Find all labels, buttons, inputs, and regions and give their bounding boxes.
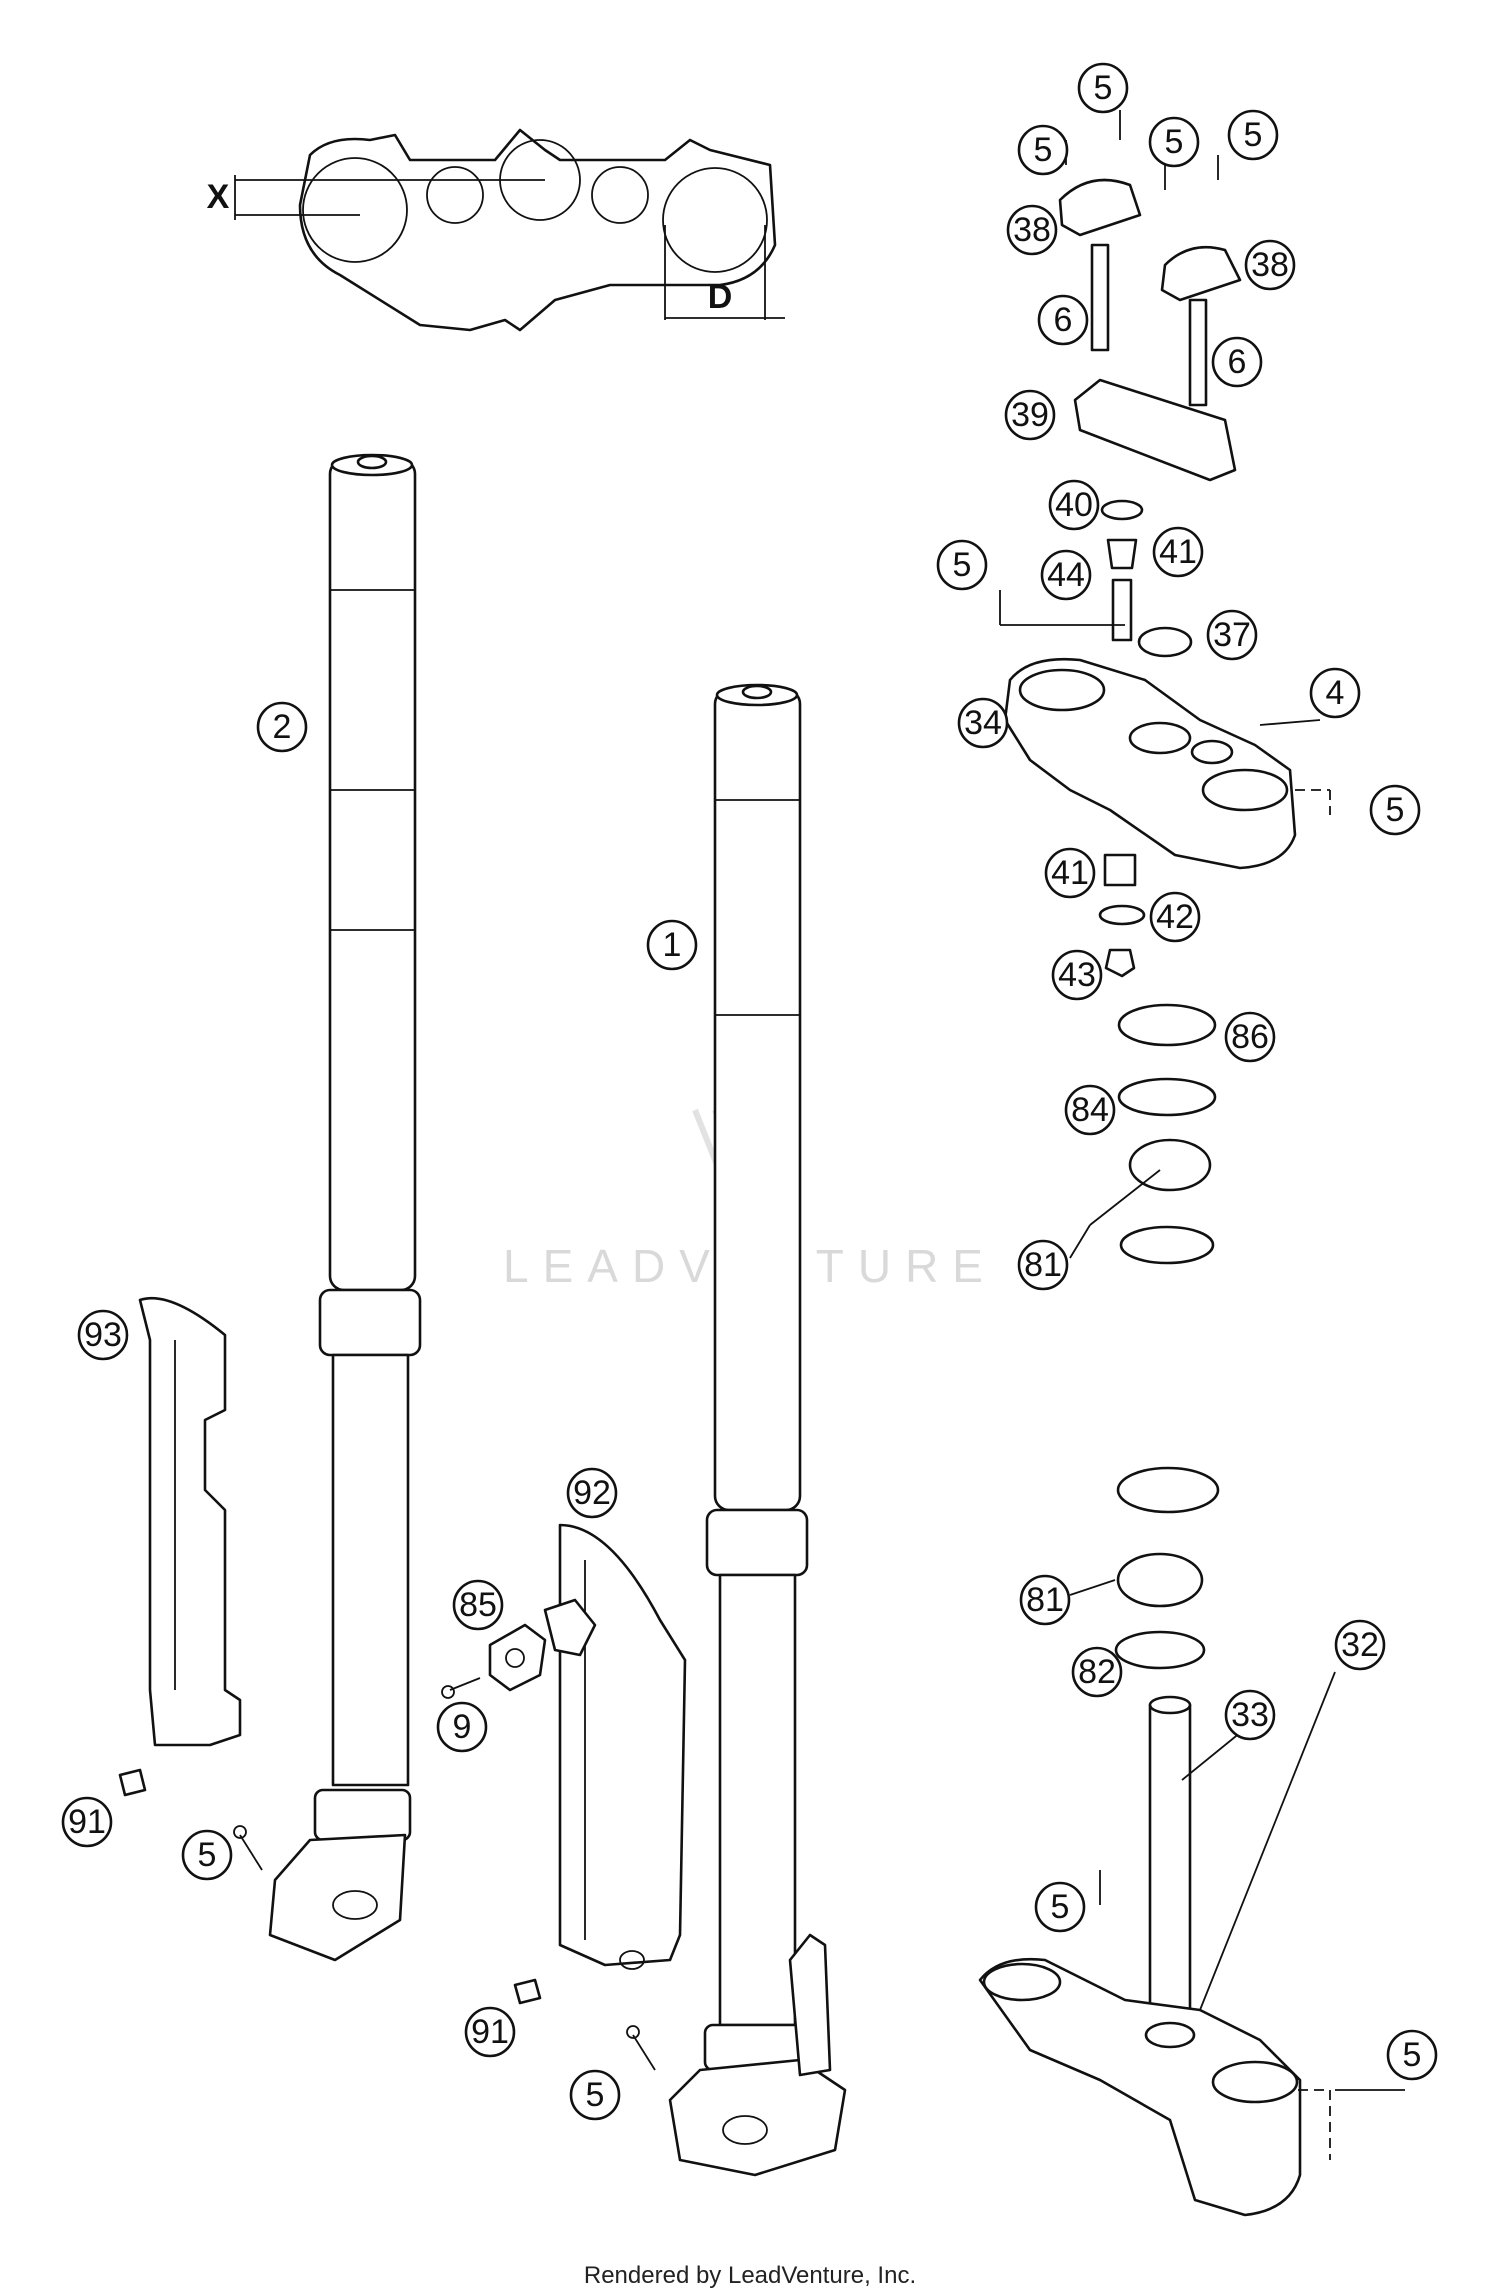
- svg-text:33: 33: [1231, 1696, 1269, 1734]
- svg-text:92: 92: [573, 1474, 611, 1512]
- callout-82: 82: [1071, 1646, 1123, 1698]
- svg-text:5: 5: [198, 1836, 217, 1874]
- svg-text:6: 6: [1054, 301, 1073, 339]
- svg-text:9: 9: [453, 1708, 472, 1746]
- triple-clamp-dimension-view: X D: [207, 128, 785, 332]
- svg-text:81: 81: [1024, 1246, 1062, 1284]
- callout-5: 5: [1369, 784, 1421, 836]
- callout-6: 6: [1037, 294, 1089, 346]
- svg-text:5: 5: [953, 546, 972, 584]
- callout-5: 5: [1077, 62, 1129, 114]
- callout-4: 4: [1309, 667, 1361, 719]
- svg-text:5: 5: [1051, 1888, 1070, 1926]
- svg-text:5: 5: [1403, 2036, 1422, 2074]
- callout-42: 42: [1149, 891, 1201, 943]
- svg-text:34: 34: [964, 704, 1002, 742]
- steering-nut-stack: [999, 499, 1321, 726]
- callout-81: 81: [1019, 1574, 1071, 1626]
- svg-text:93: 93: [84, 1316, 122, 1354]
- callout-1: 1: [646, 919, 698, 971]
- upper-triple-clamp-34: [1003, 657, 1331, 870]
- dimension-x-label: X: [207, 178, 230, 216]
- svg-text:4: 4: [1326, 674, 1345, 712]
- callout-84: 84: [1064, 1084, 1116, 1136]
- callout-92: 92: [566, 1467, 618, 1519]
- callout-41: 41: [1044, 847, 1096, 899]
- svg-text:5: 5: [1094, 69, 1113, 107]
- callout-81: 81: [1017, 1239, 1069, 1291]
- callout-41: 41: [1152, 526, 1204, 578]
- callout-5: 5: [569, 2069, 621, 2121]
- svg-text:81: 81: [1026, 1581, 1064, 1619]
- svg-text:44: 44: [1047, 556, 1085, 594]
- fork-guard-92: [558, 1523, 687, 1970]
- callout-34: 34: [957, 697, 1009, 749]
- svg-text:40: 40: [1055, 486, 1093, 524]
- callout-37: 37: [1206, 609, 1258, 661]
- callouts: 5 5 5 5 38 38 6 6 39 40 41 5 44 37 4 34 …: [61, 62, 1438, 2121]
- svg-text:1: 1: [663, 926, 682, 964]
- svg-text:5: 5: [1244, 116, 1263, 154]
- lower-triple-clamp-32: [978, 1695, 1405, 2217]
- svg-text:91: 91: [68, 1803, 106, 1841]
- leader-lines: [1069, 1169, 1336, 2011]
- callout-38: 38: [1244, 239, 1296, 291]
- fork-leg-2: [268, 453, 422, 1962]
- callout-2: 2: [256, 701, 308, 753]
- svg-text:42: 42: [1156, 898, 1194, 936]
- fork-leg-1: [668, 683, 847, 2177]
- svg-text:85: 85: [459, 1586, 497, 1624]
- svg-text:91: 91: [471, 2013, 509, 2051]
- clamp-85: [441, 1598, 597, 1699]
- callout-38: 38: [1006, 204, 1058, 256]
- callout-9: 9: [436, 1701, 488, 1753]
- svg-text:5: 5: [1034, 131, 1053, 169]
- svg-text:38: 38: [1013, 211, 1051, 249]
- svg-text:32: 32: [1341, 1626, 1379, 1664]
- callout-33: 33: [1224, 1689, 1276, 1741]
- fork-guard-93: [138, 1296, 242, 1747]
- svg-text:38: 38: [1251, 246, 1289, 284]
- svg-text:86: 86: [1231, 1018, 1269, 1056]
- bearing-set-lower: [1114, 1466, 1220, 1670]
- bearing-set-upper: [1098, 853, 1217, 1265]
- bottom-screws: [118, 1768, 656, 2071]
- callout-39: 39: [1004, 389, 1056, 441]
- callout-6: 6: [1211, 336, 1263, 388]
- svg-text:37: 37: [1213, 616, 1251, 654]
- svg-text:2: 2: [273, 708, 292, 746]
- callout-5: 5: [1227, 109, 1279, 161]
- svg-text:41: 41: [1159, 533, 1197, 571]
- dimension-d-label: D: [708, 278, 733, 316]
- svg-text:5: 5: [586, 2076, 605, 2114]
- svg-text:5: 5: [1386, 791, 1405, 829]
- svg-text:5: 5: [1165, 123, 1184, 161]
- handlebar-clamp-assembly: [1058, 110, 1242, 482]
- callout-43: 43: [1051, 949, 1103, 1001]
- svg-text:41: 41: [1051, 854, 1089, 892]
- callout-5: 5: [936, 539, 988, 591]
- callout-5: 5: [1148, 116, 1200, 168]
- callout-5: 5: [1386, 2029, 1438, 2081]
- footer-credit: Rendered by LeadVenture, Inc.: [583, 2262, 917, 2289]
- callout-44: 44: [1040, 549, 1092, 601]
- callout-32: 32: [1334, 1619, 1386, 1671]
- callout-5: 5: [1017, 124, 1069, 176]
- callout-85: 85: [452, 1579, 504, 1631]
- svg-text:82: 82: [1078, 1653, 1116, 1691]
- callout-91: 91: [464, 2006, 516, 2058]
- callout-5: 5: [1034, 1881, 1086, 1933]
- svg-text:39: 39: [1011, 396, 1049, 434]
- callout-91: 91: [61, 1796, 113, 1848]
- callout-86: 86: [1224, 1011, 1276, 1063]
- callout-40: 40: [1048, 479, 1100, 531]
- svg-text:84: 84: [1071, 1091, 1109, 1129]
- svg-text:43: 43: [1058, 956, 1096, 994]
- callout-93: 93: [77, 1309, 129, 1361]
- svg-text:6: 6: [1228, 343, 1247, 381]
- callout-5: 5: [181, 1829, 233, 1881]
